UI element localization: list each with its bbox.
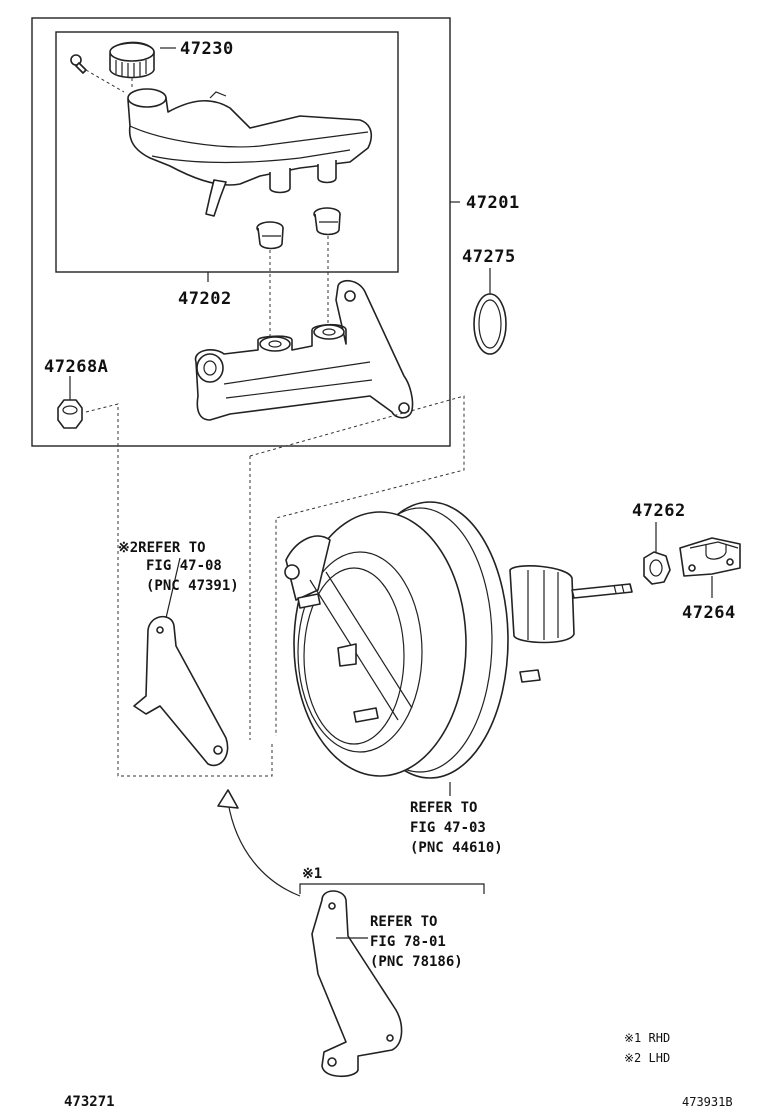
brake-booster[interactable] xyxy=(284,501,633,779)
label-47262: 47262 xyxy=(632,501,686,521)
ref-booster-line1: REFER TO xyxy=(410,800,477,816)
legend-rhd: ※1 RHD xyxy=(624,1031,670,1045)
ref-booster-line2: FIG 47-03 xyxy=(410,820,486,836)
ref-lhd-refer: REFER TO xyxy=(138,540,205,556)
ref-rhd-line2: FIG 78-01 xyxy=(370,934,446,950)
o-ring-inner xyxy=(478,299,502,349)
grommet-left[interactable] xyxy=(256,221,284,250)
label-47268A: 47268A xyxy=(44,357,108,377)
rhd-arrow-head xyxy=(217,789,239,809)
rhd-arrow-line xyxy=(227,801,301,897)
ref-booster-line3: (PNC 44610) xyxy=(410,840,503,856)
leader-bracket-lhd xyxy=(165,557,181,619)
nut-47268A[interactable] xyxy=(57,399,83,429)
assembly-frame-47201 xyxy=(31,17,451,447)
label-47230: 47230 xyxy=(180,39,234,59)
label-47275: 47275 xyxy=(462,247,516,267)
master-cylinder-body[interactable] xyxy=(194,279,414,421)
footer-left-code: 473271 xyxy=(64,1094,115,1110)
grommet-right[interactable] xyxy=(313,207,341,236)
ref-rhd-line1: REFER TO xyxy=(370,914,437,930)
bracket-rhd[interactable] xyxy=(311,890,403,1078)
ref-rhd-line3: (PNC 78186) xyxy=(370,954,463,970)
reservoir-cap-47230[interactable] xyxy=(109,41,155,79)
brake-fluid-reservoir[interactable] xyxy=(127,88,373,217)
clevis-47264[interactable] xyxy=(679,537,741,577)
nut-47262[interactable] xyxy=(643,551,671,585)
ref-lhd-line3: (PNC 47391) xyxy=(146,578,239,594)
ref-rhd-mark: ※1 xyxy=(302,866,322,882)
reservoir-frame-47202 xyxy=(55,31,399,273)
reservoir-screw[interactable] xyxy=(70,54,87,74)
ref-lhd-line2: FIG 47-08 xyxy=(146,558,222,574)
ref-lhd-mark: ※2 xyxy=(118,540,138,556)
bracket-lhd[interactable] xyxy=(133,615,229,767)
label-47201: 47201 xyxy=(466,193,520,213)
ref-lhd-line1: ※2REFER TO xyxy=(118,540,206,556)
rhd-bracket-bar xyxy=(299,883,485,894)
grommet-dash-lines xyxy=(269,236,329,340)
footer-right-code: 473931B xyxy=(682,1095,733,1109)
label-47264: 47264 xyxy=(682,603,736,623)
nut-dash-line xyxy=(85,403,273,777)
label-47202: 47202 xyxy=(178,289,232,309)
legend-lhd: ※2 LHD xyxy=(624,1051,670,1065)
booster-dash-guide xyxy=(249,395,465,736)
screw-dash-line xyxy=(85,69,125,93)
